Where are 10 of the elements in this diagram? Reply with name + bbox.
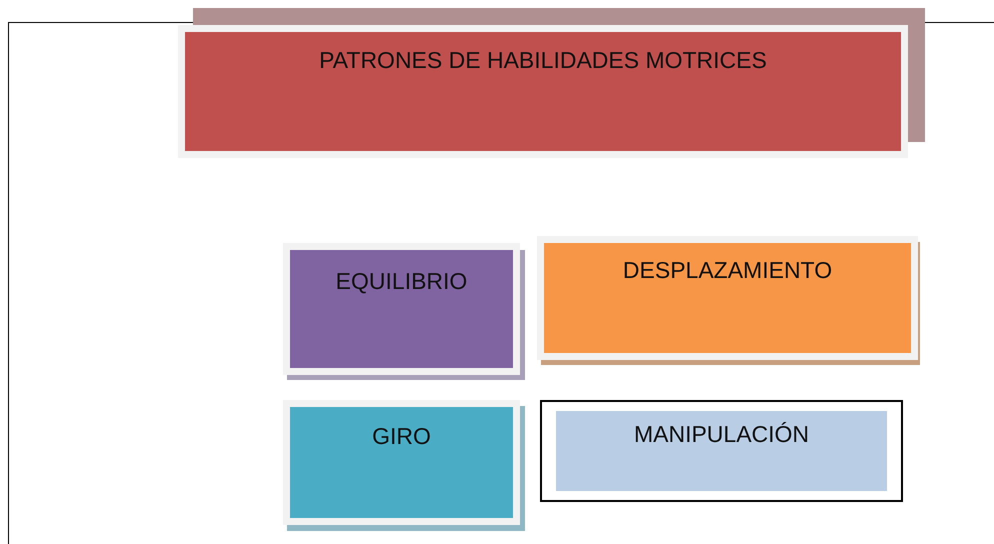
box-label: EQUILIBRIO — [334, 268, 468, 295]
process-box — [283, 400, 520, 525]
box-label: GIRO — [371, 423, 432, 450]
title-box — [178, 25, 908, 158]
box-label: DESPLAZAMIENTO — [622, 257, 834, 284]
process-box — [283, 243, 520, 375]
process-box — [537, 236, 918, 360]
box-label: PATRONES DE HABILIDADES MOTRICES — [318, 47, 768, 74]
process-box — [540, 400, 903, 502]
box-label: MANIPULACIÓN — [632, 421, 810, 448]
